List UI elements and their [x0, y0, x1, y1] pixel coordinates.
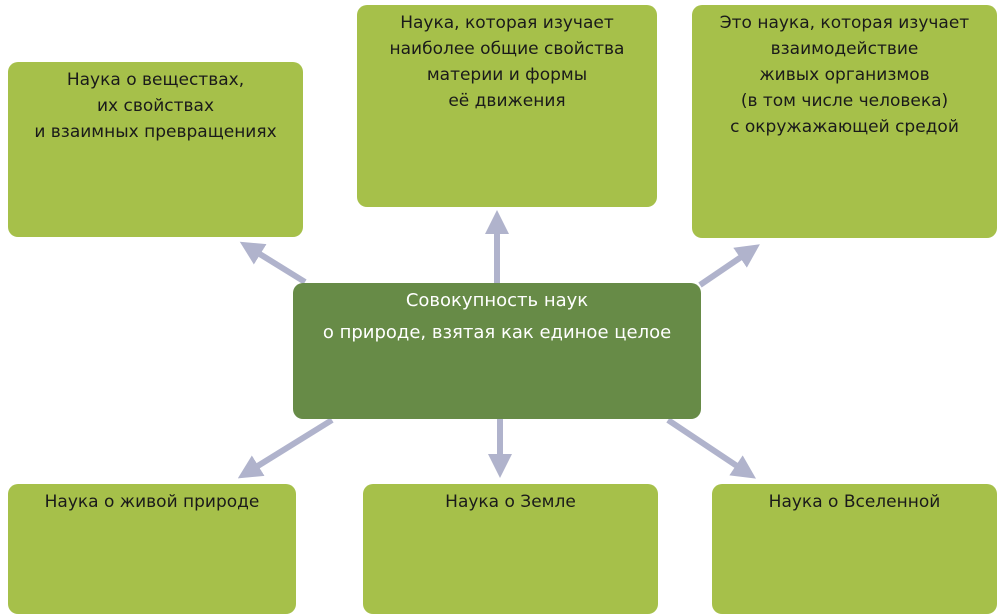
- box-line: наиболее общие свойства: [389, 39, 625, 59]
- box-line: Наука о веществах,: [66, 70, 245, 90]
- box-line: с окружажающей средой: [730, 117, 959, 137]
- box-line: её движения: [448, 91, 566, 111]
- arrow-to-astronomy: [666, 417, 756, 479]
- ecology-box: Это наука, которая изучает взаимодействи…: [692, 5, 997, 238]
- center-box: Совокупность наук о природе, взятая как …: [293, 283, 701, 419]
- box-line: материи и формы: [426, 65, 588, 85]
- center-line: Совокупность наук: [405, 290, 589, 311]
- astronomy-box: Наука о Вселенной: [712, 484, 997, 614]
- geography-box: Наука о Земле: [363, 484, 658, 614]
- box-line: их свойствах: [96, 96, 215, 116]
- box-line: Наука о Земле: [445, 492, 576, 512]
- box-line: Наука, которая изучает: [400, 13, 614, 33]
- box-line: (в том числе человека): [740, 91, 949, 111]
- arrow-to-biology: [237, 417, 334, 479]
- chemistry-box: Наука о веществах, их свойствах и взаимн…: [8, 62, 303, 237]
- box-line: Это наука, которая изучает: [719, 13, 970, 33]
- box-line: Наука о живой природе: [44, 492, 260, 512]
- box-line: живых организмов: [759, 65, 930, 85]
- physics-box: Наука, которая изучает наиболее общие св…: [357, 5, 657, 207]
- box-line: Наука о Вселенной: [768, 492, 941, 512]
- arrow-to-ecology: [698, 244, 760, 288]
- arrow-to-chemistry: [239, 241, 307, 285]
- biology-box: Наука о живой природе: [8, 484, 296, 614]
- box-line: и взаимных превращениях: [34, 122, 277, 142]
- box-line: взаимодействие: [770, 39, 919, 59]
- center-line: о природе, взятая как единое целое: [322, 322, 672, 343]
